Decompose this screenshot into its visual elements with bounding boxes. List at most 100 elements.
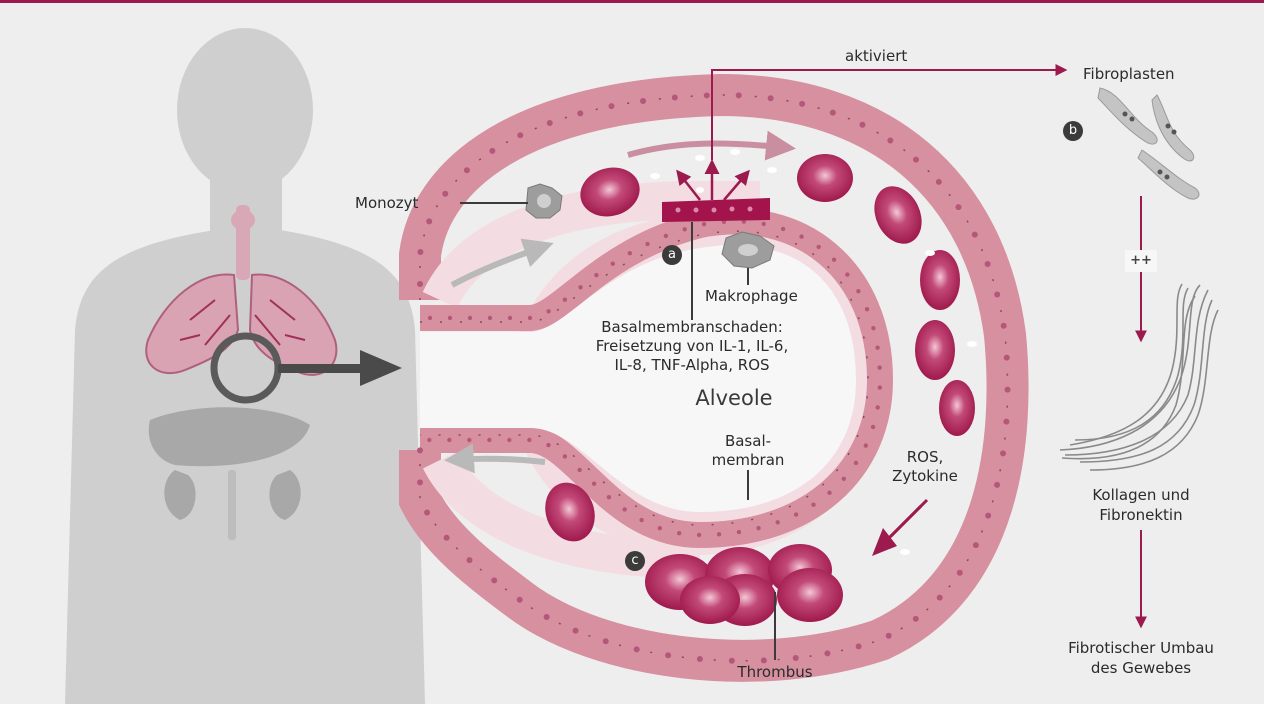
cell-nucleus [875,346,879,350]
cell-nucleus [704,92,710,98]
thrombus-label: Thrombus [737,662,812,682]
cell-nucleus [467,438,471,442]
cell-nucleus [816,245,820,249]
cell-nucleus [417,249,423,255]
cell-nucleus [628,251,632,255]
cell-nucleus [697,533,701,537]
cell-nucleus [781,227,785,231]
monozyt-cell [526,184,562,218]
cell-nucleus [546,309,550,313]
cell-nucleus [677,531,681,535]
cell-nucleus [417,447,423,453]
cell-nucleus [793,655,799,661]
cell-nucleus [936,179,942,185]
cell-nucleus [729,658,735,664]
head [177,28,313,192]
monozyt-label: Monozyt [355,193,418,213]
cell-nucleus [611,261,615,265]
cell-nucleus [877,365,881,369]
cell-nucleus [488,316,492,320]
cell-nucleus [607,495,611,499]
cell-nucleus [577,468,581,472]
cell-nucleus [775,520,779,524]
cell-nucleus [737,530,741,534]
cell-nucleus [768,95,774,101]
cell-nucleus [830,110,836,116]
cell-nucleus [736,92,742,98]
cell-nucleus [487,438,491,442]
aorta [228,470,236,540]
cell-nucleus [697,656,703,662]
cell-nucleus [1003,419,1009,425]
cell-nucleus [427,438,431,442]
cell-nucleus [871,326,875,330]
cell-nucleus [573,628,579,634]
cell-nucleus [622,507,626,511]
cell-nucleus [854,461,858,465]
cell-nucleus [845,272,849,276]
cell-nucleus [594,273,598,277]
cell-nucleus [603,638,609,644]
cell-nucleus [972,232,978,238]
cell-nucleus [856,643,862,649]
cell-nucleus [832,257,836,261]
cell-nucleus [639,518,643,522]
cell-nucleus [528,316,532,320]
makrophage-label: Makrophage [705,286,798,306]
cell-nucleus [756,526,760,530]
cell-nucleus [994,291,1000,297]
fibroplasten-label: Fibroplasten [1083,64,1175,84]
cell-nucleus [672,94,678,100]
cell-nucleus [424,509,430,515]
cell-nucleus [658,526,662,530]
cell-nucleus [937,595,943,601]
cell-nucleus [664,234,668,238]
cell-nucleus [1004,355,1010,361]
cell-nucleus [417,281,423,287]
basalmembran-label: Basal- membran [712,432,785,470]
cell-nucleus [468,316,472,320]
ros-label: ROS, Zytokine [892,448,958,486]
fibrotisch-label: Fibrotischer Umbau des Gewebes [1068,638,1214,678]
cell-nucleus [842,477,846,481]
cell-nucleus [517,132,523,138]
cell-nucleus [856,289,860,293]
cell-nucleus [544,614,550,620]
cell-nucleus [645,242,649,246]
alveole-label: Alveole [695,388,772,408]
cell-nucleus [578,285,582,289]
cell-nucleus [608,103,614,109]
cell-nucleus [865,307,869,311]
cell-nucleus [886,633,892,639]
cell-nucleus [444,535,450,541]
cell-nucleus [985,513,991,519]
cell-nucleus [417,479,423,485]
cell-nucleus [428,316,432,320]
basal-damage-label: Basalmembranschaden: Freisetzung von IL-… [596,318,788,375]
cell-nucleus [994,482,1000,488]
cell-nucleus [563,298,567,302]
cell-nucleus [762,222,766,226]
cell-nucleus [464,167,470,173]
cell-nucleus [592,482,596,486]
cell-nucleus [973,542,979,548]
thrombus-cluster [645,544,843,626]
cell-nucleus [859,122,865,128]
plusplus-label: ++ [1130,251,1152,271]
cell-nucleus [799,101,805,107]
cell-nucleus [913,157,919,163]
cell-nucleus [864,443,868,447]
aktiviert-label: aktiviert [845,46,907,66]
cell-nucleus [799,234,803,238]
collagen-fibres [1060,284,1218,470]
damaged-basal-membrane [662,198,770,222]
kollagen-label: Kollagen und Fibronektin [1092,485,1189,525]
cell-nucleus [547,120,553,126]
cell-nucleus [1005,387,1011,393]
cell-nucleus [507,438,511,442]
ros-arrow [872,500,927,556]
marker-a: a [662,245,682,265]
cell-nucleus [913,616,919,622]
cell-nucleus [811,502,815,506]
cell-nucleus [702,222,706,226]
